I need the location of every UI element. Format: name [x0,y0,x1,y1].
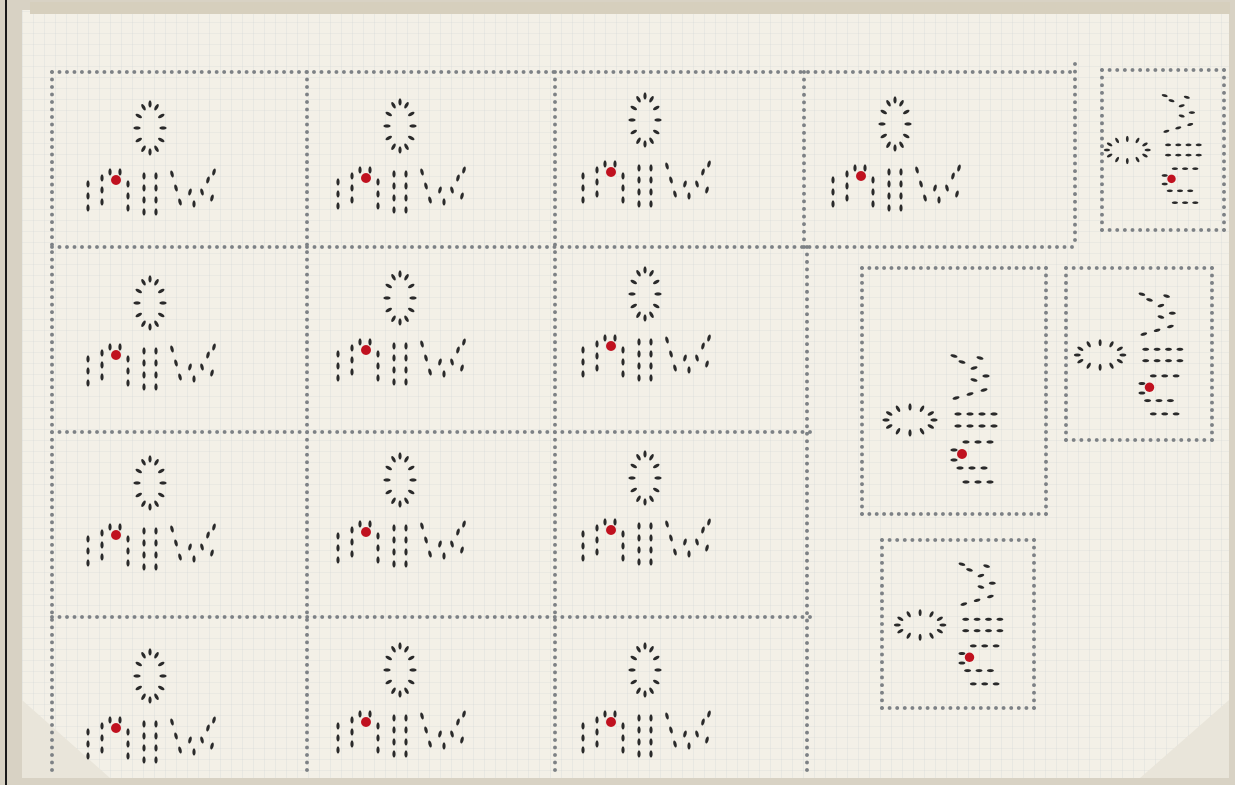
perforation-side-card-4-right [1032,538,1036,710]
perforation-side-card-4-bottom [880,706,1036,710]
grid-lines [22,10,1229,778]
perforation-side-card-4-top [880,538,1036,542]
top-tape-strip [30,2,1230,14]
perforation-side-card-4-left [880,538,884,710]
